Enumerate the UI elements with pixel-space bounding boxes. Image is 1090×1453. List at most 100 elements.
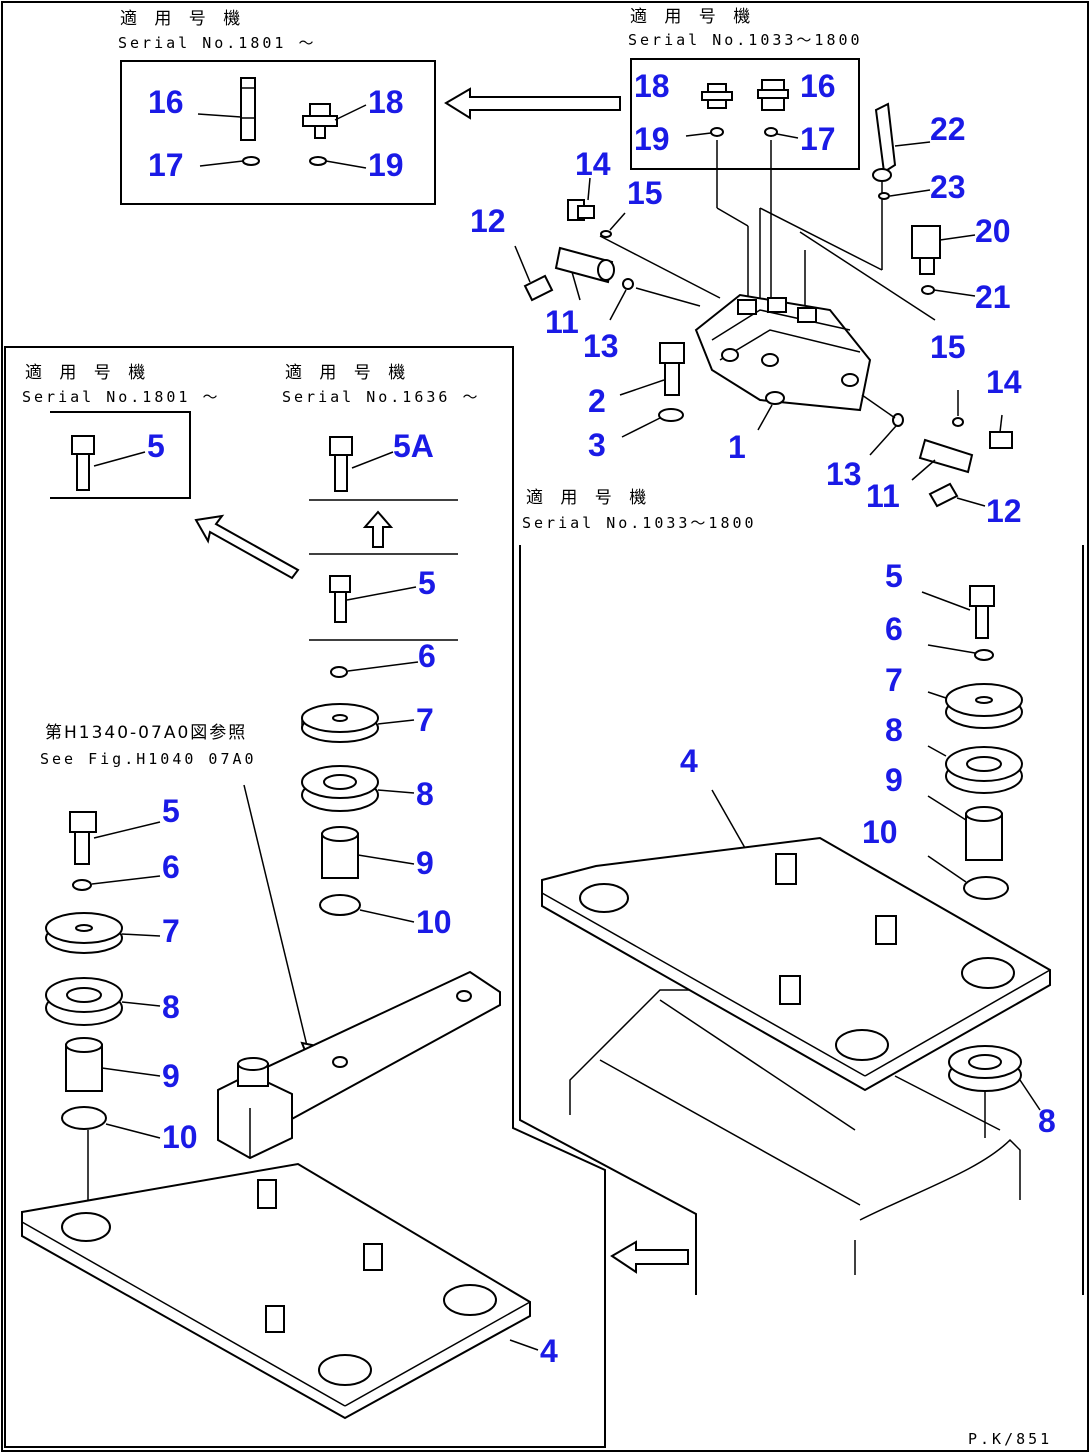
serial-jp-top-left: 適 用 号 機 [120, 9, 246, 29]
part-17-oring [242, 156, 260, 166]
part-9-collar-r [965, 806, 1003, 861]
part-23-oring [878, 192, 890, 200]
part-10-shim-l [61, 1106, 107, 1130]
part-6-washer-r [974, 649, 994, 661]
callout-r10: 10 [862, 814, 898, 850]
callout-19: 19 [368, 147, 404, 183]
part-8-ring-r [945, 746, 1023, 794]
footer-code: P.K/851 [968, 1430, 1052, 1448]
control-valve-body [694, 293, 872, 412]
callout-14b: 14 [986, 364, 1022, 400]
callout-r5: 5 [885, 558, 903, 594]
callout-11: 11 [545, 304, 579, 340]
callout-1: 1 [728, 429, 746, 465]
callout-r7: 7 [885, 662, 903, 698]
arrow-left-top [444, 87, 621, 120]
callout-r9: 9 [885, 762, 903, 798]
callout-13b: 13 [826, 456, 862, 492]
arrow-up [362, 510, 394, 548]
callout-3: 3 [588, 427, 606, 463]
part-5-bolt-b [329, 575, 351, 623]
part-10-shim-r [963, 876, 1009, 900]
box-lower-right-border [519, 545, 697, 1295]
callout-13: 13 [583, 328, 619, 364]
reference-en: See Fig.H1040 07A0 [40, 750, 257, 768]
callout-l4: 4 [540, 1333, 558, 1369]
callout-15b: 15 [930, 329, 966, 365]
box-top-left [120, 60, 436, 205]
part-8-ring-r2 [948, 1045, 1022, 1092]
plate-4-left [21, 1162, 531, 1420]
serial-top-left: Serial No.1801 ～ [118, 34, 316, 52]
callout-22: 22 [930, 111, 966, 147]
callout-16b: 16 [800, 68, 836, 104]
callout-21: 21 [975, 279, 1011, 315]
part-16-fitting [757, 79, 789, 111]
callout-19b: 19 [634, 121, 670, 157]
part-6-washer-m [330, 666, 348, 678]
callout-l7: 7 [162, 913, 180, 949]
part-11-valve [554, 246, 615, 284]
part-17-oring-b [764, 127, 778, 137]
part-18-fitting [701, 83, 733, 109]
part-5A-bolt [329, 436, 353, 492]
part-14-elbow-b [989, 431, 1013, 449]
part-22-hose [872, 102, 897, 182]
callout-5A: 5A [393, 428, 434, 464]
reference-leader [243, 784, 309, 1051]
part-2-bolt [659, 342, 685, 396]
callout-m5: 5 [147, 428, 165, 464]
part-12-plug-b [928, 482, 959, 508]
part-8-ring-l [45, 977, 123, 1026]
part-19-oring-b [710, 127, 724, 137]
part-12-plug [523, 274, 554, 302]
callout-l10: 10 [162, 1119, 198, 1155]
callout-16: 16 [148, 84, 184, 120]
part-18-valve [302, 103, 338, 139]
callout-l5: 5 [162, 793, 180, 829]
callout-m9: 9 [416, 845, 434, 881]
part-11-valve-b [918, 438, 974, 474]
reference-jp: 第H1340-07A0図参照 [45, 723, 247, 743]
callout-14: 14 [575, 146, 611, 182]
part-3-washer [658, 408, 684, 422]
part-19-oring [309, 156, 327, 166]
callout-m5b: 5 [418, 565, 436, 601]
part-13-oring-b [892, 413, 904, 427]
part-6-washer-l [72, 879, 92, 891]
serial-jp-top-right: 適 用 号 機 [630, 7, 756, 27]
callout-r8b: 8 [1038, 1103, 1056, 1139]
part-15-oring-b [952, 417, 964, 427]
callout-l9: 9 [162, 1058, 180, 1094]
part-8-ring-m [301, 765, 379, 812]
machine-frame-right [569, 989, 1021, 1275]
callout-m10: 10 [416, 904, 452, 940]
callout-23: 23 [930, 169, 966, 205]
box-left-large [4, 346, 606, 1448]
serial-mid-left: Serial No.1801 ～ [22, 388, 220, 406]
callout-2: 2 [588, 383, 606, 419]
callout-m8: 8 [416, 776, 434, 812]
callout-r8: 8 [885, 712, 903, 748]
serial-lower-right: Serial No.1033～1800 [522, 514, 757, 532]
part-15-oring [600, 230, 612, 238]
callout-11b: 11 [866, 478, 900, 514]
callout-r4: 4 [680, 743, 698, 779]
callout-l6: 6 [162, 849, 180, 885]
callout-m6: 6 [418, 638, 436, 674]
part-9-collar-m [321, 826, 359, 879]
serial-jp-mid-left: 適 用 号 機 [25, 363, 151, 383]
serial-jp-lower-right: 適 用 号 機 [526, 488, 652, 508]
callout-18: 18 [368, 84, 404, 120]
part-14-elbow [567, 199, 595, 221]
part-9-collar-l [65, 1037, 103, 1092]
serial-mid-center: Serial No.1636 ～ [282, 388, 480, 406]
callout-l8: 8 [162, 989, 180, 1025]
box-mid-left-small [50, 411, 191, 499]
callout-r6: 6 [885, 611, 903, 647]
part-7-cushion-l [45, 912, 123, 954]
box-top-right [630, 58, 860, 170]
callout-12: 12 [470, 203, 506, 239]
